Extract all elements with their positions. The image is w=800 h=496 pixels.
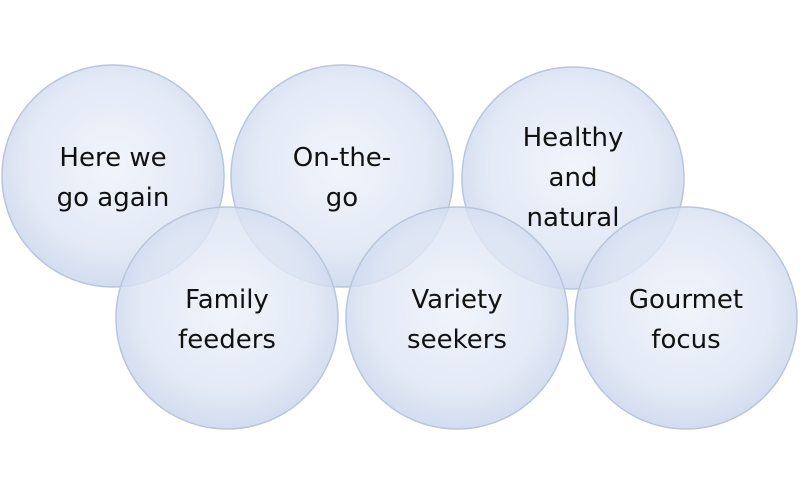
- circle-label: seekers: [407, 325, 507, 355]
- circle-shape: [115, 206, 339, 430]
- circle-label: go: [326, 183, 358, 213]
- circle-variety-seekers: Variety seekers: [345, 206, 569, 430]
- circle-label: Here we: [59, 143, 166, 173]
- circle-family-feeders: Family feeders: [115, 206, 339, 430]
- circle-label: go again: [57, 183, 170, 213]
- circle-label: Variety: [411, 285, 502, 315]
- circle-label: Gourmet: [629, 285, 743, 315]
- circle-label: and: [549, 163, 598, 193]
- circle-label: On-the-: [293, 143, 391, 173]
- circle-shape: [574, 206, 798, 430]
- circle-label: natural: [527, 203, 620, 233]
- circle-label: Healthy: [523, 123, 624, 153]
- circle-label: focus: [651, 325, 720, 355]
- circle-label: feeders: [178, 325, 276, 355]
- circle-shape: [345, 206, 569, 430]
- circle-gourmet-focus: Gourmet focus: [574, 206, 798, 430]
- circle-label: Family: [185, 285, 269, 315]
